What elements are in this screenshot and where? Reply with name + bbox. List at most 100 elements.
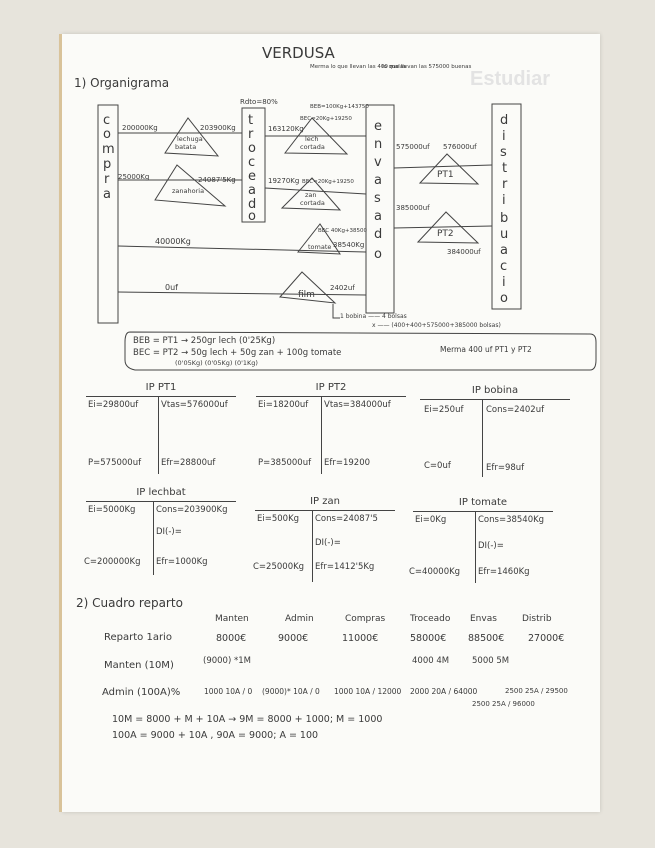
compra-box [97, 104, 119, 324]
svg-text:1 bobina —— 4 bolsas: 1 bobina —— 4 bolsas [340, 313, 407, 320]
svg-text:r: r [248, 127, 254, 142]
triangle-zanahoria [154, 164, 227, 207]
svg-text:Merma lo que llevan las 400 ma: Merma lo que llevan las 400 malas [310, 64, 406, 70]
svg-text:(0'05Kg) (0'05Kg) (0'1Kg): (0'05Kg) (0'05Kg) (0'1Kg) [175, 359, 258, 367]
svg-text:cortada: cortada [300, 199, 325, 207]
svg-text:40000Kg: 40000Kg [155, 237, 191, 246]
svg-text:25000Kg: 25000Kg [118, 173, 149, 181]
svg-text:24087'5Kg: 24087'5Kg [198, 176, 236, 184]
envasado-box [365, 104, 395, 314]
triangle-film [278, 271, 337, 304]
svg-text:lo que llevan las 575000 buena: lo que llevan las 575000 buenas [382, 64, 472, 70]
triangle-lech-cortada [283, 117, 349, 155]
svg-text:e: e [248, 169, 256, 184]
section2-heading: 2) Cuadro reparto [76, 596, 183, 610]
svg-text:p: p [103, 157, 111, 172]
triangle-lechuga-batata [164, 117, 220, 157]
svg-text:v: v [374, 155, 382, 170]
svg-text:2402uf: 2402uf [330, 284, 355, 292]
svg-text:o: o [103, 127, 111, 142]
svg-text:r: r [104, 172, 110, 187]
svg-text:i: i [502, 129, 506, 144]
svg-text:a: a [248, 183, 256, 198]
row-label-reparto: Reparto 1ario [104, 632, 172, 643]
paper-sheet [62, 34, 600, 812]
svg-text:i: i [502, 275, 506, 290]
svg-text:x —— (400+400+575000+385000 bo: x —— (400+400+575000+385000 bolsas) [372, 322, 501, 329]
svg-text:384000uf: 384000uf [447, 248, 481, 256]
triangle-pt2 [416, 211, 480, 244]
notes-box [124, 331, 597, 371]
svg-text:c: c [248, 155, 255, 170]
svg-text:575000uf: 575000uf [396, 143, 430, 151]
triangle-zan-cortada [280, 177, 342, 211]
svg-text:u: u [500, 227, 508, 242]
svg-text:BEB=100Kg+143750: BEB=100Kg+143750 [310, 104, 369, 110]
col-manten: Manten [215, 614, 249, 624]
triangle-pt1 [418, 153, 480, 185]
svg-text:d: d [248, 197, 256, 212]
svg-text:Rdto=80%: Rdto=80% [240, 98, 278, 106]
svg-text:c: c [500, 259, 507, 274]
svg-text:lech: lech [305, 135, 319, 143]
flow-compra-lech: 200000Kg [122, 124, 158, 132]
svg-text:t: t [502, 161, 507, 176]
svg-text:0uf: 0uf [165, 283, 178, 292]
tri-label-lechuga: lechuga [177, 135, 203, 143]
svg-text:a: a [374, 173, 382, 188]
bleed-through-text: Estudiar [470, 68, 551, 90]
equation-a: 100A = 9000 + 10A , 90A = 9000; A = 100 [112, 730, 319, 741]
svg-text:Merma 400 uf PT1 y PT2: Merma 400 uf PT1 y PT2 [440, 345, 532, 354]
svg-text:PT1: PT1 [437, 170, 454, 180]
svg-text:zanahoria: zanahoria [172, 187, 204, 195]
svg-text:d: d [500, 113, 508, 128]
svg-text:o: o [248, 209, 256, 224]
section1-heading: 1) Organigrama [74, 76, 170, 90]
svg-text:film: film [298, 290, 315, 300]
svg-text:o: o [248, 141, 256, 156]
svg-text:m: m [102, 142, 115, 157]
svg-text:tomate: tomate [308, 243, 331, 251]
svg-text:a: a [500, 243, 508, 258]
col-compras: Compras [345, 614, 386, 624]
col-distrib: Distrib [522, 614, 552, 624]
svg-text:r: r [502, 177, 508, 192]
triangle-tomate [297, 223, 341, 255]
page-title: VERDUSA [262, 44, 335, 62]
svg-text:19270Kg: 19270Kg [268, 177, 299, 185]
svg-text:a: a [103, 187, 111, 202]
svg-text:PT2: PT2 [437, 229, 454, 239]
svg-text:cortada: cortada [300, 143, 325, 151]
troceado-box [241, 107, 266, 223]
col-troceado: Troceado [410, 614, 451, 624]
svg-text:zan: zan [305, 191, 317, 199]
col-envas: Envas [470, 614, 497, 624]
distribucion-box [491, 103, 522, 310]
equation-m: 10M = 8000 + M + 10A → 9M = 8000 + 1000;… [112, 714, 383, 725]
svg-text:BEC=20Kg+19250: BEC=20Kg+19250 [302, 179, 354, 185]
row-label-manten: Manten (10M) [104, 660, 174, 671]
svg-text:o: o [500, 291, 508, 306]
note-beb: BEB = PT1 → 250gr lech (0'25Kg) [133, 336, 275, 346]
row-label-admin: Admin (100A)% [102, 687, 181, 698]
col-admin: Admin [285, 614, 314, 624]
dept-compra-c: c [103, 113, 110, 128]
svg-text:BEC=20Kg+19250: BEC=20Kg+19250 [300, 116, 352, 122]
svg-text:BEC = PT2 → 50g lech + 50g zan: BEC = PT2 → 50g lech + 50g zan + 100g to… [133, 348, 341, 358]
svg-text:e: e [374, 119, 382, 134]
svg-text:t: t [248, 113, 253, 128]
svg-text:576000uf: 576000uf [443, 143, 477, 151]
svg-text:163120Kg: 163120Kg [268, 125, 304, 133]
svg-text:o: o [374, 247, 382, 262]
svg-text:s: s [374, 191, 381, 206]
svg-text:38540Kg: 38540Kg [333, 241, 364, 249]
svg-text:batata: batata [175, 143, 196, 151]
svg-text:a: a [374, 209, 382, 224]
